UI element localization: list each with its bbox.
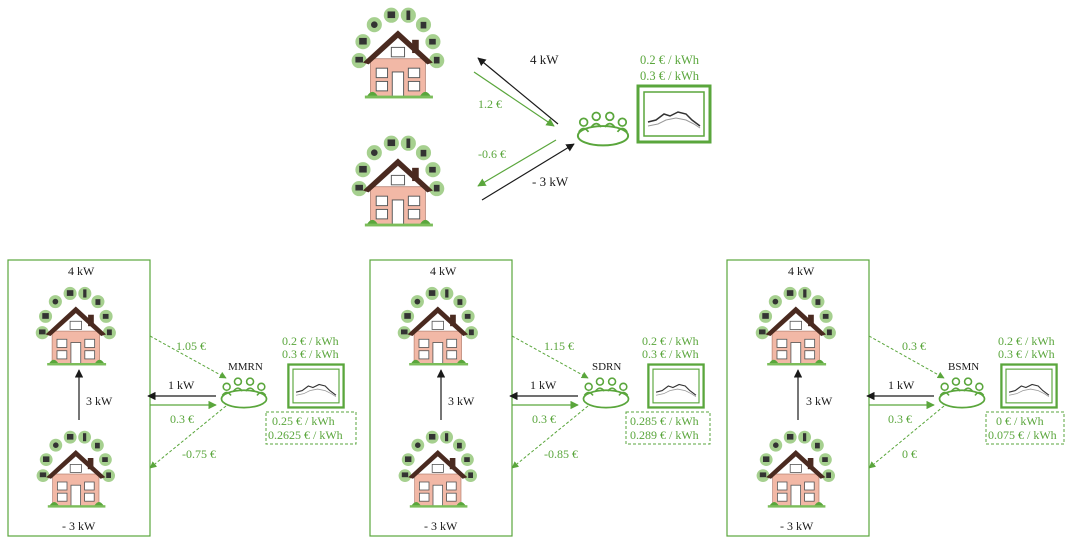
price-label: 0.3 € / kWh (282, 347, 339, 361)
local-price-label: 0 € / kWh (996, 414, 1044, 428)
panel-mmrn: 4 kW 3 kW - 3 kW MMRN 0.2 € / kWh 0.3 € … (7, 259, 357, 537)
house-icon (35, 286, 117, 366)
panel-sdrn: 4 kW 3 kW - 3 kW SDRN 0.2 € / kWh 0.3 € … (369, 259, 711, 537)
house-icon (36, 430, 116, 509)
power-arrow (481, 143, 575, 201)
payment-arrow (868, 405, 945, 469)
grid-payment-label: 0.3 € (532, 412, 556, 426)
price-monitor-icon (1000, 363, 1058, 409)
price-monitor-icon (636, 84, 712, 144)
payment-label: -0.75 € (182, 447, 216, 461)
vertical-flow-label: 3 kW (86, 394, 113, 408)
local-price-label: 0.25 € / kWh (272, 414, 335, 428)
grid-flow-label: 1 kW (530, 378, 557, 392)
bottom-power-label: - 3 kW (424, 519, 458, 533)
local-price-label: 0.289 € / kWh (630, 428, 699, 442)
market-operator-icon (938, 377, 986, 409)
payment-arrow (511, 405, 589, 469)
payment-arrow (511, 335, 589, 379)
price-label: 0.3 € / kWh (642, 347, 699, 361)
grid-payment-label: 0.3 € (170, 412, 194, 426)
top-power-label: 4 kW (788, 264, 815, 278)
house-icon (397, 286, 479, 366)
top-scenario: 4 kW 1.2 € -0.6 € - 3 kW 0.2 € / kWh 0.3… (351, 7, 712, 227)
price-label: 0.2 € / kWh (640, 53, 700, 67)
payment-label: -0.6 € (478, 147, 506, 161)
payment-label: 1.15 € (544, 339, 574, 353)
payment-label: -0.85 € (544, 447, 578, 461)
house-icon (398, 430, 478, 509)
price-monitor-icon (286, 363, 346, 409)
vertical-flow-label: 3 kW (448, 394, 475, 408)
price-monitor-icon (646, 363, 706, 409)
grid-flow-label: 1 kW (168, 378, 195, 392)
power-label: 4 kW (530, 52, 559, 67)
local-price-label: 0.285 € / kWh (630, 414, 699, 428)
local-price-box (265, 411, 357, 445)
payment-arrow (473, 71, 555, 127)
payment-arrow (149, 335, 227, 379)
price-label: 0.2 € / kWh (642, 334, 699, 348)
payment-label: 0.3 € (902, 339, 926, 353)
panel-bsmn: 4 kW 3 kW - 3 kW BSMN 0.2 € / kWh 0.3 € … (726, 259, 1065, 537)
mechanism-name: MMRN (228, 361, 263, 373)
local-price-label: 0.2625 € / kWh (268, 428, 343, 442)
market-operator-icon (582, 377, 630, 409)
grid-payment-label: 0.3 € (888, 412, 912, 426)
payment-arrow (477, 139, 557, 187)
vertical-flow-label: 3 kW (806, 394, 833, 408)
price-label: 0.2 € / kWh (282, 334, 339, 348)
house-icon (756, 430, 836, 509)
bottom-power-label: - 3 kW (780, 519, 814, 533)
payment-label: 1.2 € (478, 97, 502, 111)
price-label: 0.3 € / kWh (998, 347, 1055, 361)
grid-flow-label: 1 kW (888, 378, 915, 392)
price-label: 0.2 € / kWh (998, 334, 1055, 348)
mechanism-name: BSMN (948, 361, 979, 373)
payment-label: 1.05 € (176, 339, 206, 353)
top-power-label: 4 kW (68, 264, 95, 278)
top-power-label: 4 kW (430, 264, 457, 278)
local-price-label: 0.075 € / kWh (988, 428, 1057, 442)
mechanism-name: SDRN (592, 361, 621, 373)
house-icon (755, 286, 837, 366)
local-price-box (625, 411, 711, 445)
payment-arrow (868, 335, 945, 379)
price-label: 0.3 € / kWh (640, 69, 700, 83)
power-label: - 3 kW (532, 174, 569, 189)
power-arrow (477, 57, 559, 125)
payment-arrow (149, 405, 227, 469)
house-icon (351, 7, 445, 99)
house-icon (351, 135, 445, 227)
market-operator-icon (220, 377, 268, 409)
market-operator-icon (576, 111, 630, 147)
payment-label: 0 € (902, 447, 917, 461)
bottom-power-label: - 3 kW (62, 519, 96, 533)
